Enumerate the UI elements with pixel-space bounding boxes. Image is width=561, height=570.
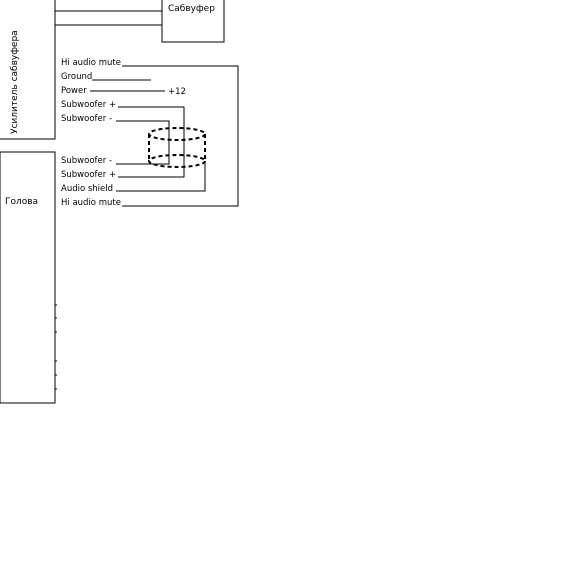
head-unit-label: Голова [5, 197, 38, 207]
subwoofer-label: Сабвуфер [168, 4, 215, 14]
head-wire-subwoofer-minus: Subwoofer - [61, 156, 112, 166]
head-wire-hi-audio-mute: Hi audio mute [61, 198, 121, 208]
wire-subwoofer-minus [116, 120, 170, 165]
head-unit-block: Голова [0, 151, 57, 404]
wire-audio-shield [116, 162, 206, 192]
wires [90, 65, 239, 207]
head-wire-labels: Subwoofer - Subwoofer + Audio shield Hi … [61, 156, 121, 208]
amp-wire-labels: Hi audio mute Ground Power Subwoofer + S… [61, 58, 186, 124]
power-value-label: +12 [168, 87, 186, 97]
amplifier-label: Усилитель сабвуфера [10, 30, 20, 134]
amp-wire-subwoofer-minus: Subwoofer - [61, 114, 112, 124]
wire-hi-audio-mute [122, 65, 239, 207]
amp-wire-hi-audio-mute: Hi audio mute [61, 58, 121, 68]
head-wire-audio-shield: Audio shield [61, 184, 113, 194]
head-wire-subwoofer-plus: Subwoofer + [61, 170, 116, 180]
shielded-cable [148, 127, 206, 168]
amp-wire-power: Power [61, 86, 87, 96]
amplifier-block: Усилитель сабвуфера [0, 0, 56, 140]
amp-wire-ground: Ground [61, 72, 92, 82]
wire-subwoofer-plus [118, 106, 185, 178]
subwoofer-block: Сабвуфер [161, 0, 225, 43]
amp-to-subwoofer-lines [55, 10, 162, 26]
amp-wire-subwoofer-plus: Subwoofer + [61, 100, 116, 110]
